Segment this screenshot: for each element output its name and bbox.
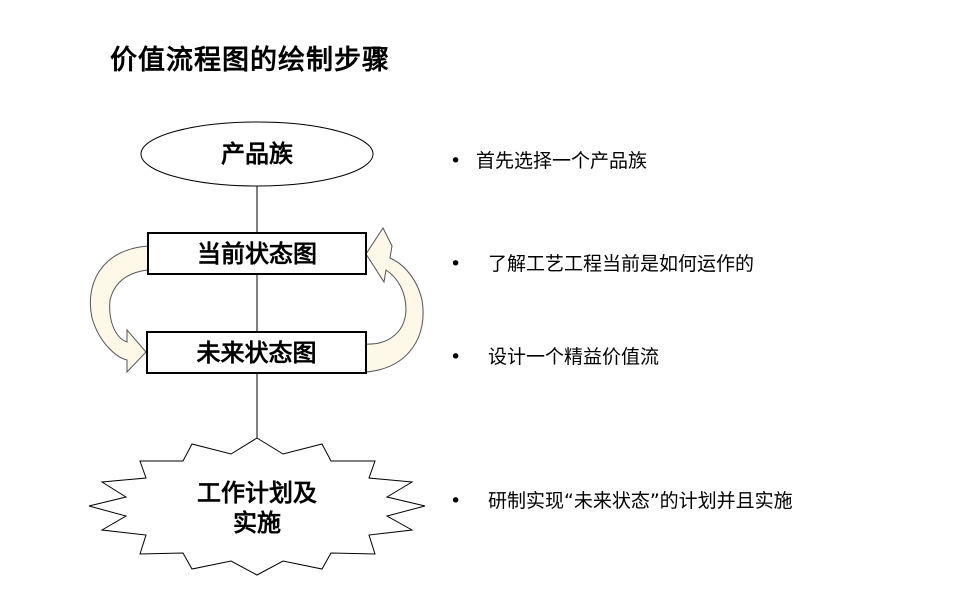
current-state-box bbox=[147, 232, 367, 275]
current-state-label: 当前状态图 bbox=[197, 240, 317, 268]
bullet-dot: • bbox=[450, 253, 462, 275]
bullet-text: 首先选择一个产品族 bbox=[476, 150, 648, 172]
bullet-text: 了解工艺工程当前是如何运作的 bbox=[488, 253, 755, 275]
bullet-item: • 研制实现“未来状态”的计划并且实施 bbox=[450, 486, 793, 513]
bullet-dot: • bbox=[450, 150, 462, 172]
plan-label-line1: 工作计划及 bbox=[197, 479, 317, 507]
product-family-label: 产品族 bbox=[221, 140, 293, 168]
bullet-dot: • bbox=[450, 490, 462, 512]
plan-label-line2: 实施 bbox=[233, 509, 281, 537]
bullet-dot: • bbox=[450, 346, 462, 368]
bullet-item: • 设计一个精益价值流 bbox=[450, 342, 659, 369]
bullet-item: • 首先选择一个产品族 bbox=[450, 146, 647, 173]
bullet-item: • 了解工艺工程当前是如何运作的 bbox=[450, 249, 754, 276]
page-title: 价值流程图的绘制步骤 bbox=[110, 45, 390, 76]
bullet-text: 研制实现“未来状态”的计划并且实施 bbox=[488, 490, 793, 512]
bullet-text: 设计一个精益价值流 bbox=[488, 346, 660, 368]
future-state-box bbox=[146, 331, 367, 374]
plan-starburst bbox=[88, 437, 426, 576]
future-state-label: 未来状态图 bbox=[196, 339, 317, 367]
right-cycle-arrow bbox=[365, 226, 424, 373]
left-cycle-arrow bbox=[89, 245, 149, 374]
product-family-ellipse bbox=[140, 121, 374, 187]
